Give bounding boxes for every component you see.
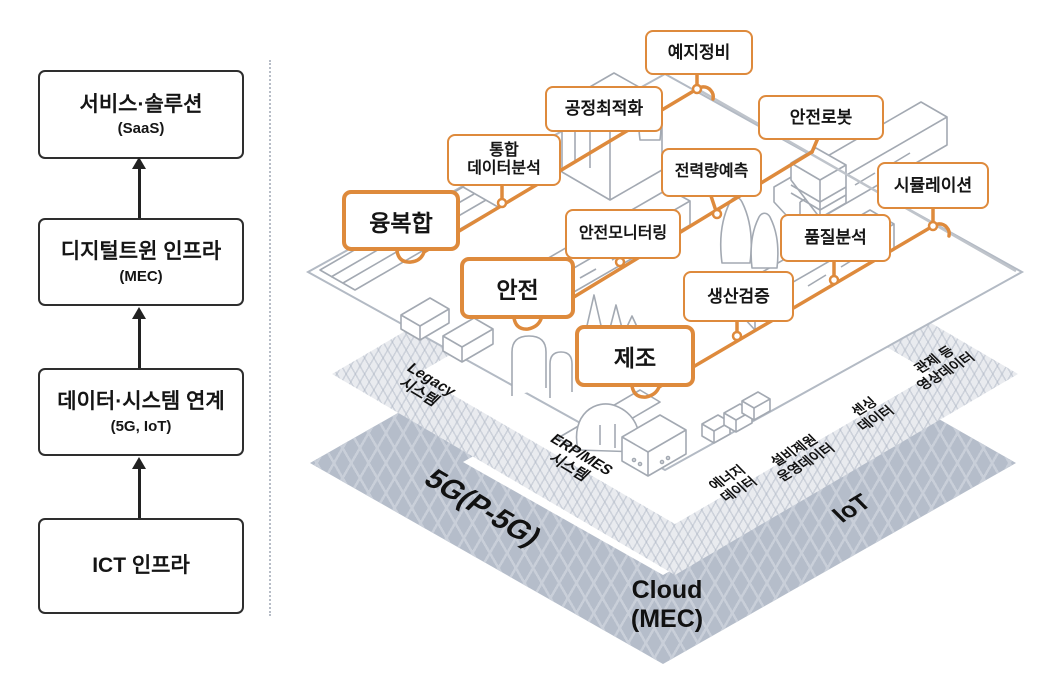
solution-label-safety-monitoring: 안전모니터링 — [565, 209, 681, 259]
solution-label-predictive-maintenance: 예지정비 — [645, 30, 753, 75]
solution-label-safety-robot: 안전로봇 — [758, 95, 884, 140]
solution-label-simulation: 시뮬레이션 — [877, 162, 989, 209]
arrow-line — [138, 168, 141, 218]
flow-box-subtitle: (MEC) — [119, 267, 163, 285]
solution-label-production-verification: 생산검증 — [683, 271, 794, 322]
layer-label-cloud-mec: Cloud (MEC) — [630, 576, 704, 633]
flow-box-data-system-link: 데이터·시스템 연계 (5G, IoT) — [38, 368, 244, 456]
flow-box-digital-twin-infra: 디지털트윈 인프라 (MEC) — [38, 218, 244, 306]
solution-label-power-demand-forecast: 전력량예측 — [661, 148, 762, 197]
solution-label-quality-analysis: 품질분석 — [780, 214, 891, 262]
up-arrow-icon — [132, 307, 146, 319]
flow-box-title: ICT 인프라 — [92, 553, 190, 577]
flow-box-title: 디지털트윈 인프라 — [60, 240, 222, 264]
solution-label-process-optimization: 공정최적화 — [545, 86, 663, 132]
flow-box-subtitle: (SaaS) — [117, 120, 165, 138]
category-box-convergence: 융복합 — [342, 190, 460, 251]
solution-label-integrated-data-analysis: 통합 데이터분석 — [447, 134, 561, 186]
arrow-line — [138, 318, 141, 368]
flow-box-service-solution: 서비스·솔루션 (SaaS) — [38, 70, 244, 159]
flow-box-title: 데이터·시스템 연계 — [57, 390, 225, 414]
category-box-safety: 안전 — [460, 257, 575, 319]
category-box-manufacturing: 제조 — [575, 325, 695, 387]
arrow-line — [138, 468, 141, 518]
section-divider — [269, 60, 271, 616]
up-arrow-icon — [132, 157, 146, 169]
flow-box-ict-infra: ICT 인프라 — [38, 518, 244, 614]
flow-box-title: 서비스·솔루션 — [79, 92, 203, 116]
up-arrow-icon — [132, 457, 146, 469]
flow-box-subtitle: (5G, IoT) — [110, 417, 172, 435]
